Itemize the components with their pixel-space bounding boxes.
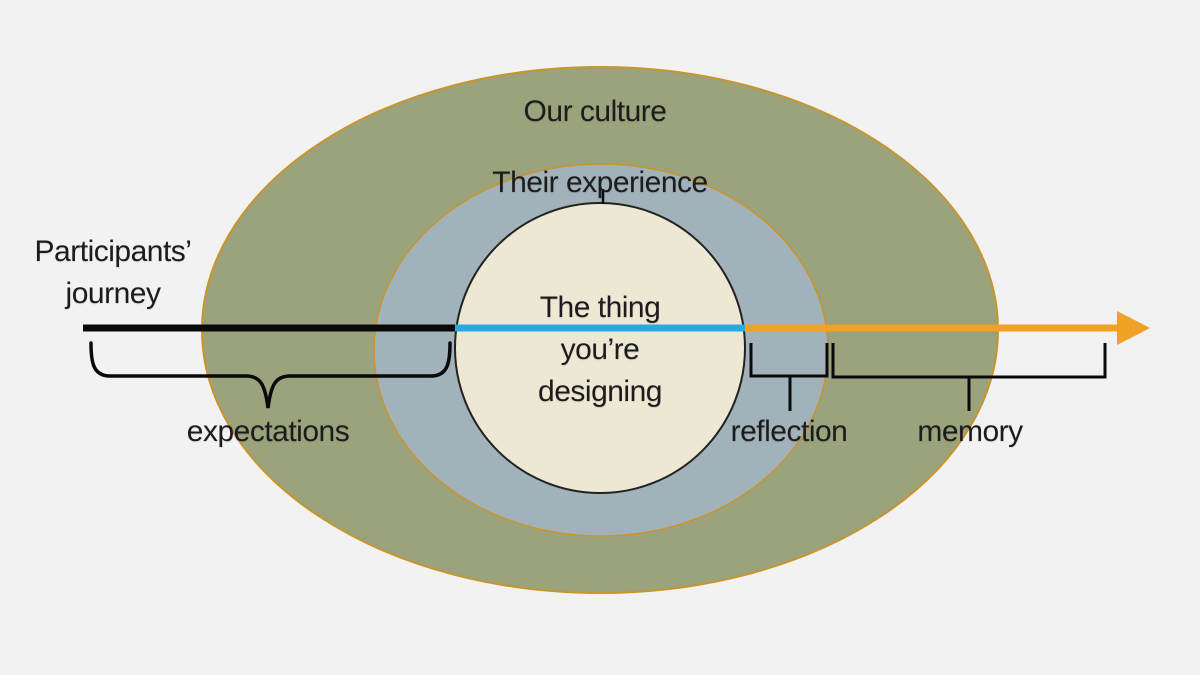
reflection-label: reflection [730,415,848,448]
participants-journey-label: Participants’ journey [34,235,192,310]
expectations-brace [89,341,452,409]
reflection-bracket [749,343,829,411]
our-culture-label: Our culture [523,95,667,128]
expectations-label: expectations [186,415,350,448]
thing-circle [454,202,746,494]
thing-you-are-designing-label: The thing you’re designing [538,291,662,408]
memory-label: memory [917,415,1023,448]
memory-bracket [831,343,1107,411]
their-experience-label: Their experience [492,166,708,199]
arrowhead-icon [1117,311,1150,345]
